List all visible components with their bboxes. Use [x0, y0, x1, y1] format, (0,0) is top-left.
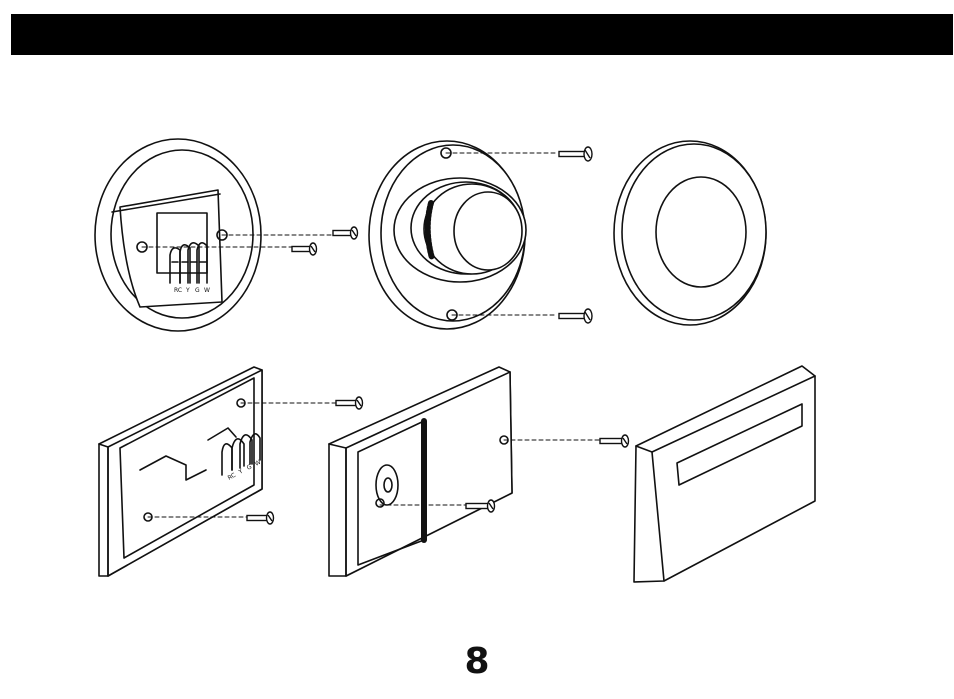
wire-label-rc: RC	[174, 287, 182, 294]
round-cover-ring	[614, 141, 766, 325]
screw	[333, 227, 358, 239]
page-number: 8	[0, 641, 954, 682]
screw	[247, 512, 274, 524]
rect-wallplate	[99, 367, 262, 576]
screw	[292, 243, 317, 255]
screw	[600, 435, 629, 447]
round-base-dial	[369, 141, 526, 329]
wire-label-w: W	[204, 287, 210, 294]
wire-label-y: Y	[185, 287, 190, 294]
wire-label-g: G	[195, 287, 200, 294]
screw	[559, 147, 592, 161]
rect-cover	[634, 366, 815, 582]
screw	[559, 309, 592, 323]
screw	[336, 397, 363, 409]
